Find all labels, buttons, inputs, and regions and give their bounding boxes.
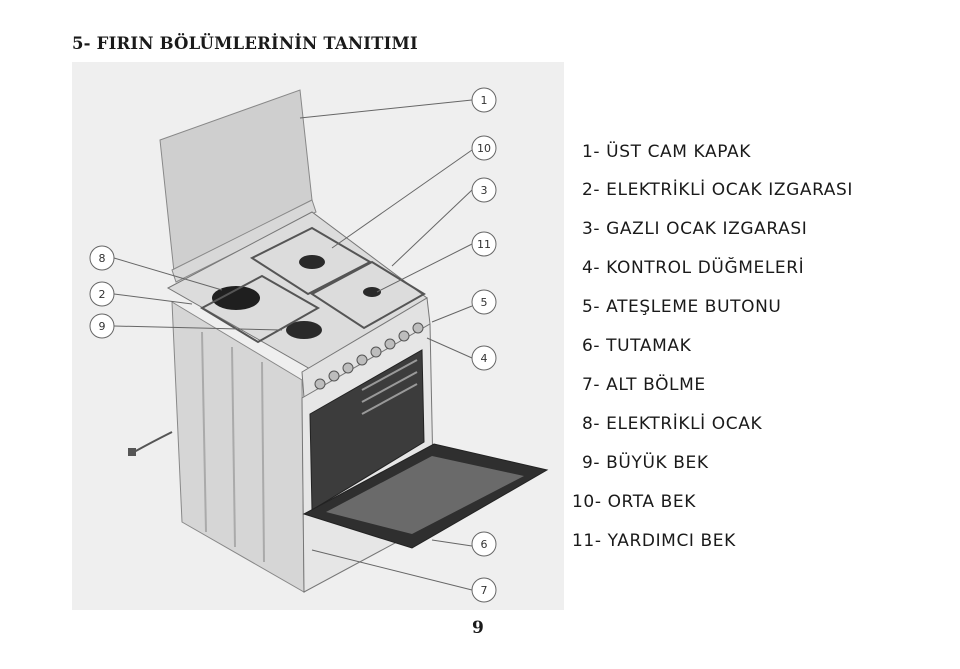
callout-3: 3 [481,184,488,197]
legend-item: 1- ÜST CAM KAPAK [582,142,751,162]
callout-2: 2 [99,288,106,301]
callout-6: 6 [481,538,488,551]
page-number: 9 [472,618,484,638]
oven-illustration: 1 10 3 11 8 2 9 5 4 6 7 [72,62,564,610]
oven-diagram: 1 10 3 11 8 2 9 5 4 6 7 [72,62,564,610]
callout-1: 1 [481,94,488,107]
callout-4: 4 [481,352,488,365]
legend-item: 8- ELEKTRİKLİ OCAK [582,414,763,434]
legend-item: 6- TUTAMAK [582,336,692,356]
callout-5: 5 [481,296,488,309]
callout-10: 10 [477,142,491,155]
callout-11: 11 [477,238,491,251]
legend-item: 3- GAZLI OCAK IZGARASI [582,219,808,239]
legend-item: 7- ALT BÖLME [582,375,706,395]
legend-item: 4- KONTROL DÜĞMELERİ [582,258,805,278]
legend-item: 10- ORTA BEK [572,492,696,512]
legend-item: 11- YARDIMCI BEK [572,531,736,551]
callout-7: 7 [481,584,488,597]
callout-9: 9 [99,320,106,333]
page-title: 5- FIRIN BÖLÜMLERİNİN TANITIMI [72,34,418,53]
callout-8: 8 [99,252,106,265]
legend-item: 5- ATEŞLEME BUTONU [582,297,782,317]
legend-item: 9- BÜYÜK BEK [582,453,709,473]
legend-item: 2- ELEKTRİKLİ OCAK IZGARASI [582,180,854,200]
